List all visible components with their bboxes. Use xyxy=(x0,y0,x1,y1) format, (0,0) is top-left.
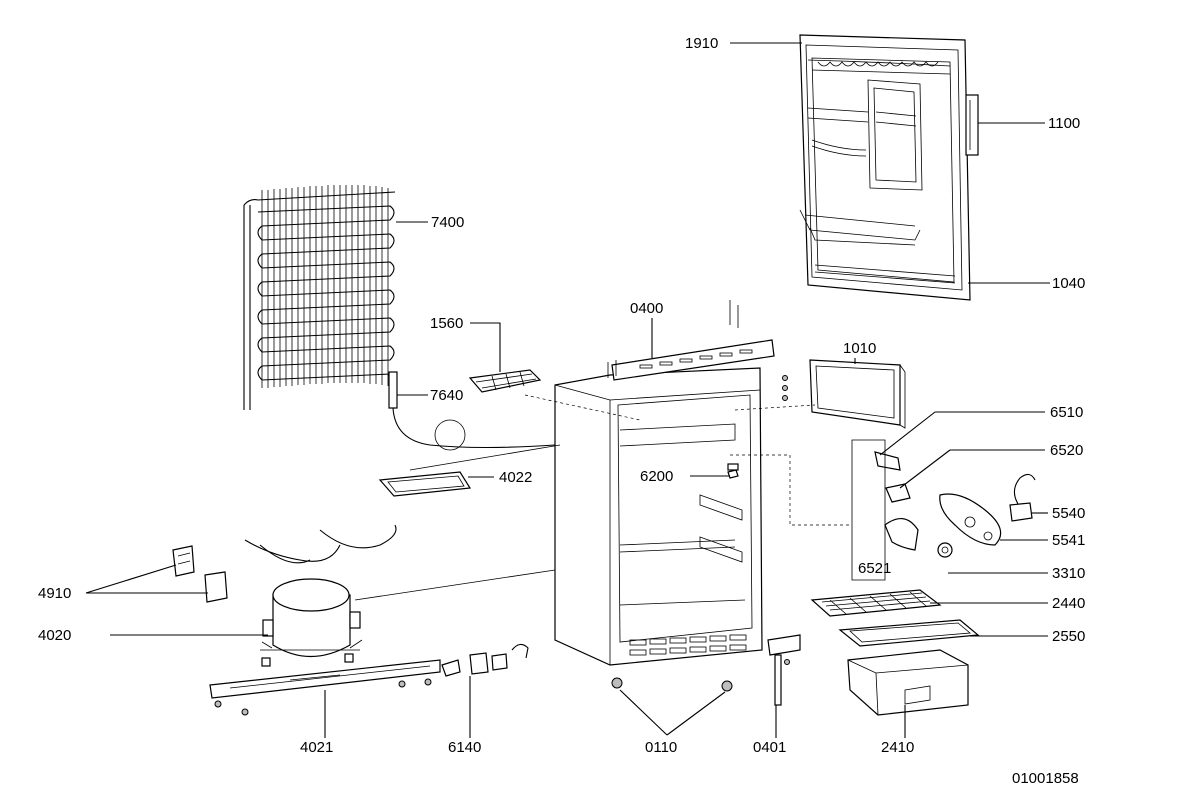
label-2550: 2550 xyxy=(1052,628,1085,645)
label-4020: 4020 xyxy=(38,627,71,644)
label-6521: 6521 xyxy=(858,560,891,577)
assembly-connectors xyxy=(354,394,886,601)
wiring-harness xyxy=(244,524,397,564)
label-0401: 0401 xyxy=(753,739,786,756)
label-2410: 2410 xyxy=(881,739,914,756)
label-1040: 1040 xyxy=(1052,275,1085,292)
shelves-and-crisper xyxy=(810,589,980,716)
label-0400: 0400 xyxy=(630,300,663,317)
label-4022: 4022 xyxy=(499,469,532,486)
base-rail xyxy=(209,653,441,716)
label-6510: 6510 xyxy=(1050,404,1083,421)
label-2440: 2440 xyxy=(1052,595,1085,612)
label-1560: 1560 xyxy=(430,315,463,332)
label-6200: 6200 xyxy=(640,468,673,485)
part-labels: 1910 1100 1040 7400 0400 1010 1560 7640 … xyxy=(38,35,1085,787)
label-1100: 1100 xyxy=(1048,115,1080,132)
label-4910: 4910 xyxy=(38,585,71,602)
label-5541: 5541 xyxy=(1052,532,1085,549)
label-3310: 3310 xyxy=(1052,565,1085,582)
relay-overload xyxy=(172,545,228,603)
label-1910: 1910 xyxy=(685,35,718,52)
cabinet xyxy=(554,300,775,666)
leader-lines xyxy=(85,42,1050,738)
ice-tray xyxy=(468,369,542,393)
label-0110: 0110 xyxy=(645,739,677,756)
condenser xyxy=(243,185,396,410)
small-parts-6140 xyxy=(441,643,529,677)
label-4021: 4021 xyxy=(300,739,333,756)
label-6140: 6140 xyxy=(448,739,481,756)
thermostat-components xyxy=(874,451,1036,558)
shelf-4022 xyxy=(378,471,472,497)
hinge-and-feet xyxy=(611,634,801,706)
compressor xyxy=(260,578,363,658)
door-assembly xyxy=(799,34,979,301)
drier-capillary xyxy=(388,371,556,451)
label-7640: 7640 xyxy=(430,387,463,404)
label-1010: 1010 xyxy=(843,340,876,357)
label-6520: 6520 xyxy=(1050,442,1083,459)
label-7400: 7400 xyxy=(431,214,464,231)
drawing-number: 01001858 xyxy=(1012,770,1079,787)
evaporator-panel xyxy=(782,359,906,429)
label-5540: 5540 xyxy=(1052,505,1085,522)
